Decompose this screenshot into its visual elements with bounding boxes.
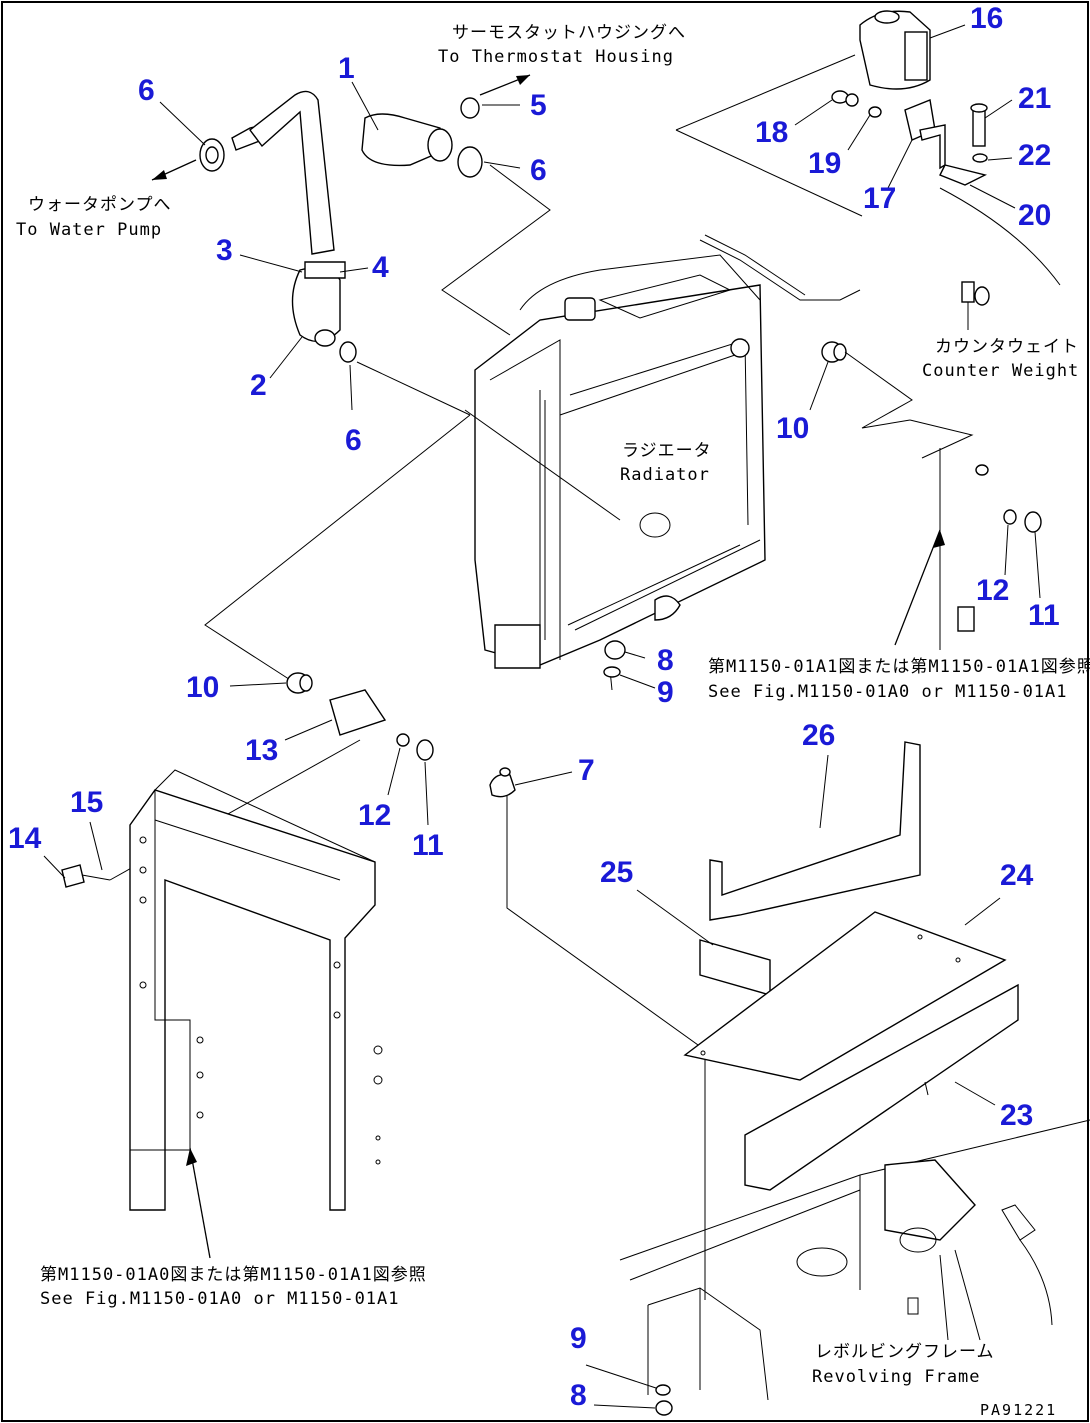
right-mount-drawing	[821, 341, 1042, 650]
callout-19: 19	[808, 147, 841, 180]
callout-9-upper: 9	[657, 676, 674, 709]
revolving-frame-drawing	[619, 1119, 1090, 1401]
callout-13: 13	[245, 734, 278, 767]
callout-21: 21	[1018, 82, 1051, 115]
callout-6-upper-right: 6	[530, 154, 547, 187]
callout-3: 3	[216, 234, 233, 267]
note-see-fig-left-jp: 第M1150-01A0図または第M1150-01A1図参照	[40, 1265, 427, 1285]
note-thermostat-en: To Thermostat Housing	[438, 47, 674, 67]
callout-20: 20	[1018, 199, 1051, 232]
callout-5: 5	[530, 89, 547, 122]
covers-drawing	[683, 741, 1019, 1191]
mount-7-drawing	[489, 767, 516, 798]
note-revolving-frame-en: Revolving Frame	[812, 1367, 981, 1387]
callout-12-left: 12	[358, 799, 391, 832]
callout-17: 17	[863, 182, 896, 215]
callout-23: 23	[1000, 1099, 1033, 1132]
upper-right-hose-drawing	[361, 74, 531, 178]
callout-18: 18	[755, 116, 788, 149]
callout-24: 24	[1000, 859, 1034, 892]
callout-8-upper: 8	[657, 644, 674, 677]
callout-6-lower: 6	[345, 424, 362, 457]
bracket-frame-drawing	[129, 769, 383, 1259]
callout-11-left: 11	[412, 829, 444, 862]
callout-15: 15	[70, 786, 103, 819]
washers-drawing	[603, 640, 673, 1416]
radiator-drawing	[474, 234, 861, 669]
callout-4: 4	[372, 251, 389, 284]
callout-6-upper-left: 6	[138, 74, 155, 107]
drawing-code: PA91221	[980, 1401, 1057, 1419]
note-water-pump-jp: ウォータポンプへ	[28, 195, 172, 215]
note-see-fig-right-jp: 第M1150-01A1図または第M1150-01A1図参照	[708, 657, 1090, 677]
callout-10-right: 10	[776, 412, 809, 445]
leader-lines	[204, 164, 913, 1300]
callout-22: 22	[1018, 139, 1051, 172]
callout-1: 1	[338, 52, 355, 85]
note-water-pump-en: To Water Pump	[16, 220, 162, 240]
callout-8-lower: 8	[570, 1379, 587, 1412]
callout-leaders	[43, 24, 1041, 1409]
callout-2: 2	[250, 369, 267, 402]
callout-7: 7	[578, 754, 595, 787]
callout-25: 25	[600, 856, 633, 889]
callout-16: 16	[970, 2, 1003, 35]
callout-12-right: 12	[976, 574, 1009, 607]
notes: サーモスタットハウジングへ To Thermostat Housing ウォータ…	[16, 23, 1090, 1419]
callout-10-left: 10	[186, 671, 219, 704]
note-revolving-frame-jp: レボルビングフレーム	[815, 1342, 995, 1362]
note-radiator-en: Radiator	[620, 465, 710, 485]
note-counterweight-jp: カウンタウェイト	[935, 337, 1079, 357]
note-counterweight-en: Counter Weight	[922, 361, 1079, 381]
counterweight-bolt-drawing	[961, 281, 990, 330]
note-see-fig-left-en: See Fig.M1150-01A0 or M1150-01A1	[40, 1289, 400, 1309]
reserve-tank-drawing	[675, 10, 1061, 286]
note-thermostat-jp: サーモスタットハウジングへ	[452, 23, 686, 43]
upper-hose-drawing	[151, 90, 357, 363]
callout-26: 26	[802, 719, 835, 752]
callouts: 1 2 3 4 5 6 6 6 7 8 8 9 9 10 10 11 11 12…	[8, 2, 1060, 1412]
callout-14: 14	[8, 822, 42, 855]
callout-9-lower: 9	[570, 1322, 587, 1355]
note-see-fig-right-en: See Fig.M1150-01A0 or M1150-01A1	[708, 682, 1068, 702]
callout-11-right: 11	[1028, 599, 1060, 632]
note-radiator-jp: ラジエータ	[622, 441, 712, 461]
